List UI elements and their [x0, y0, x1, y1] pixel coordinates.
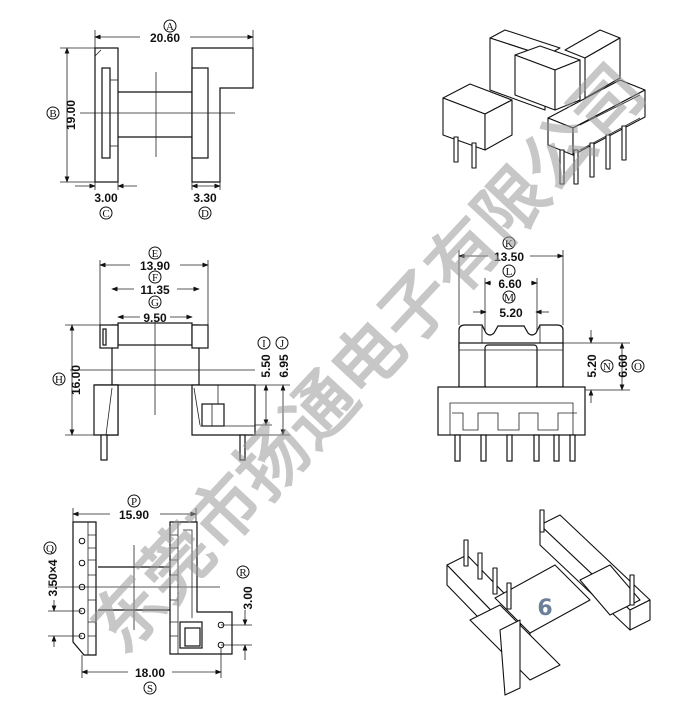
- dim-value-h: 16.00: [69, 365, 83, 395]
- dim-label-q: Q: [46, 543, 54, 555]
- dim-label-k: K: [505, 238, 513, 250]
- top-view: A 20.60 B 19.00 3.00 C 3.30 D: [46, 19, 254, 220]
- dim-label-n: N: [603, 361, 611, 373]
- dim-value-g: 9.50: [143, 311, 167, 325]
- side-view: K 13.50 L 6.60 M 5.20: [437, 236, 645, 462]
- isometric-view-bottom: 6: [446, 509, 651, 696]
- dim-label-m: M: [504, 292, 514, 304]
- dim-value-r: 3.00: [241, 586, 255, 610]
- dim-label-e: E: [152, 248, 159, 260]
- dim-label-c: C: [102, 208, 109, 220]
- dim-label-s: S: [147, 683, 153, 695]
- isometric-view-top: [442, 29, 646, 185]
- dim-value-j: 6.95: [277, 354, 291, 378]
- figure-number: 6: [537, 596, 552, 621]
- dim-label-i: I: [262, 338, 266, 350]
- dim-label-l: L: [506, 266, 513, 278]
- dim-value-d: 3.30: [193, 191, 217, 205]
- dim-label-f: F: [152, 272, 158, 284]
- dim-label-d: D: [201, 208, 209, 220]
- dim-label-j: J: [280, 338, 285, 350]
- dim-value-q: 3.50×4: [46, 559, 60, 596]
- dim-value-o: 6.60: [616, 354, 630, 378]
- dim-label-h: H: [55, 374, 63, 386]
- dim-label-o: O: [634, 361, 642, 373]
- dim-value-s: 18.00: [135, 666, 165, 680]
- dim-value-b: 19.00: [64, 100, 78, 130]
- dim-value-m: 5.20: [499, 306, 523, 320]
- dim-value-k: 13.50: [494, 250, 524, 264]
- dim-label-b: B: [49, 108, 56, 120]
- dim-label-r: R: [239, 567, 247, 579]
- dim-label-g: G: [151, 297, 159, 309]
- bottom-view: P 15.90 Q 3.50×4: [43, 494, 255, 695]
- dim-value-l: 6.60: [498, 277, 522, 291]
- dim-value-c: 3.00: [94, 191, 118, 205]
- front-view: E 13.90 F 11.35 G 9.50: [52, 246, 291, 461]
- dim-value-n: 5.20: [585, 354, 599, 378]
- dim-value-e: 13.90: [140, 259, 170, 273]
- dim-label-p: P: [131, 496, 137, 508]
- dim-value-i: 5.50: [259, 354, 273, 378]
- dim-label-a: A: [166, 21, 174, 33]
- dim-value-p: 15.90: [119, 508, 149, 522]
- dim-value-f: 11.35: [140, 283, 170, 297]
- dim-value-a: 20.60: [150, 31, 180, 45]
